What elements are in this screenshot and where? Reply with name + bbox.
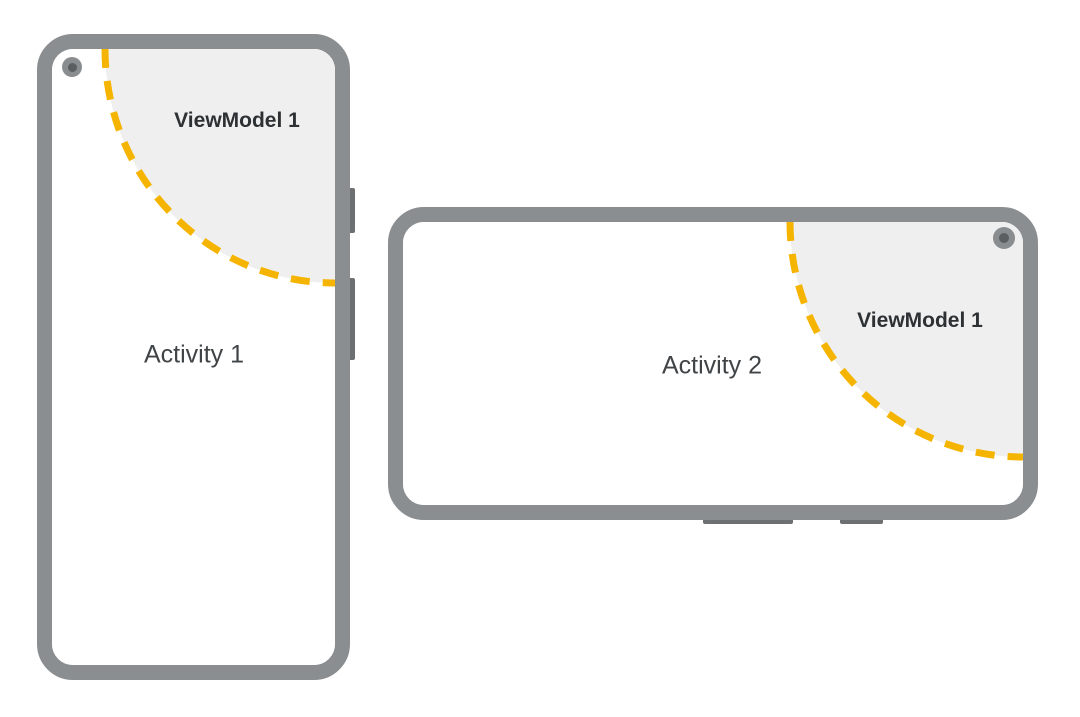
volume-button <box>345 278 355 360</box>
phone-portrait: ViewModel 1 Activity 1 <box>37 34 355 680</box>
camera-lens-icon <box>999 233 1009 243</box>
viewmodel-scope-fill <box>790 222 1023 457</box>
camera-icon <box>993 227 1015 249</box>
activity-label: Activity 2 <box>661 351 763 380</box>
viewmodel-scope-region <box>101 49 335 287</box>
viewmodel-scope-region <box>786 222 1023 461</box>
phone-frame: ViewModel 1 Activity 1 <box>37 34 350 680</box>
viewmodel-label: ViewModel 1 <box>857 309 983 332</box>
activity-label: Activity 1 <box>143 340 245 369</box>
phone-screen: ViewModel 1 Activity 1 <box>52 49 335 665</box>
viewmodel-scope-fill <box>105 49 335 283</box>
viewmodel-label: ViewModel 1 <box>174 109 300 132</box>
phone-frame: ViewModel 1 Activity 2 <box>388 207 1038 520</box>
camera-lens-icon <box>67 62 77 72</box>
phone-screen: ViewModel 1 Activity 2 <box>403 222 1023 505</box>
phone-landscape: ViewModel 1 Activity 2 <box>388 207 1038 524</box>
power-button <box>345 188 355 233</box>
camera-icon <box>62 57 82 77</box>
